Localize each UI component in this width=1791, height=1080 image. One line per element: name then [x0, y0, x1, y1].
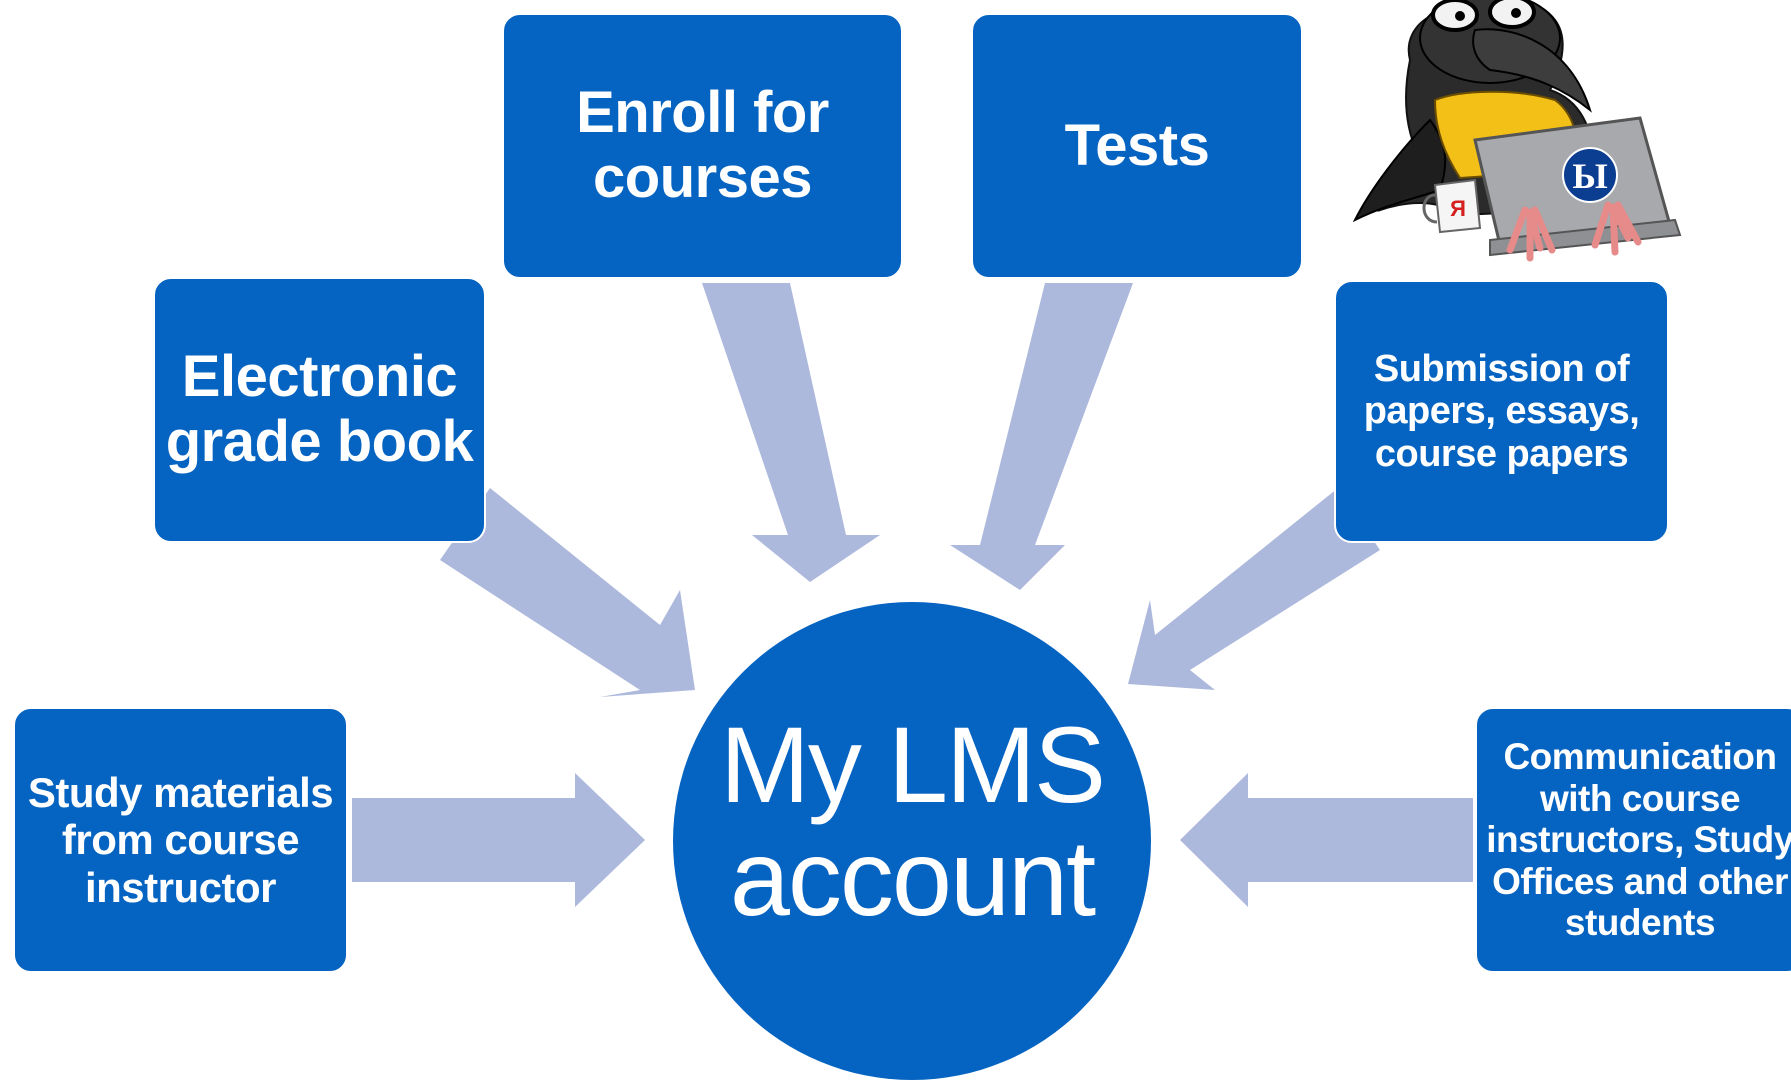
- crow-wing: [1352, 118, 1447, 223]
- my-lms-account-circle: My LMS account: [673, 602, 1151, 1080]
- study-materials-node: Study materials from course instructor: [13, 707, 348, 973]
- laptop-logo-letter: Ы: [1572, 156, 1607, 196]
- electronic-grade-book-label: Electronic grade book: [165, 344, 474, 474]
- arrow-tests: [950, 283, 1133, 590]
- enroll-for-courses-node: Enroll for courses: [502, 13, 903, 279]
- arrow-communication: [1180, 773, 1473, 907]
- arrow-submission: [1128, 488, 1380, 690]
- communication-label: Communication with course instructors, S…: [1486, 736, 1791, 944]
- mug: [1433, 178, 1482, 234]
- crow-claw-right: [1591, 201, 1642, 256]
- enroll-for-courses-label: Enroll for courses: [576, 80, 829, 210]
- communication-node: Communication with course instructors, S…: [1475, 707, 1791, 973]
- arrow-enroll: [702, 283, 880, 582]
- study-materials-label: Study materials from course instructor: [27, 769, 334, 911]
- tests-label: Tests: [1064, 112, 1210, 178]
- crow-glasses-left: [1431, 0, 1479, 32]
- submission-node: Submission of papers, essays, course pap…: [1334, 280, 1669, 543]
- electronic-grade-book-node: Electronic grade book: [153, 277, 486, 543]
- arrow-grade-book: [440, 488, 695, 697]
- crow-beak: [1472, 28, 1592, 113]
- mug-letter: Я: [1450, 196, 1466, 221]
- submission-label: Submission of papers, essays, course pap…: [1363, 347, 1640, 475]
- crow-mascot-illustration: Ы Я: [1352, 0, 1682, 262]
- my-lms-account-label: My LMS account: [719, 703, 1106, 938]
- tests-node: Tests: [971, 13, 1303, 279]
- crow-claw-left: [1506, 206, 1556, 262]
- arrow-study-materials: [352, 773, 645, 907]
- laptop-logo-circle: [1562, 147, 1618, 203]
